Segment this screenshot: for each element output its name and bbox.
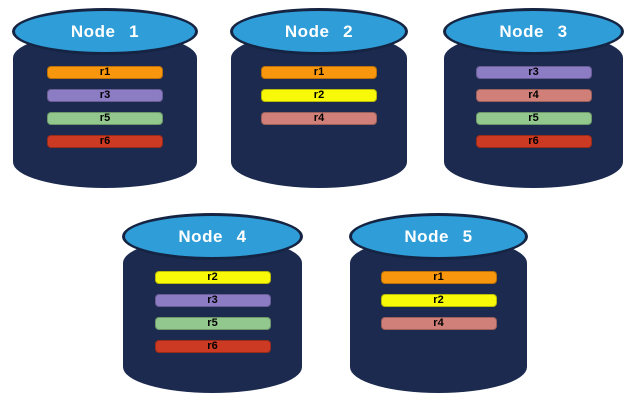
replica-label: r3 [99,89,111,101]
cylinder-body [231,32,407,188]
cylinder-top: Node 2 [230,8,408,55]
replica-label: r4 [313,112,325,124]
node-cylinder-3: Node 3 r3 r4 r5 r6 [443,8,624,189]
node-cylinder-4: Node 4 r2 r3 r5 r6 [122,213,303,394]
replica-label: r5 [99,112,111,124]
replica-bar-r2: r2 [380,294,497,307]
node-label: Node 3 [499,21,568,41]
replica-bar-r1: r1 [261,66,377,79]
replica-label: r2 [207,271,218,283]
replica-bar-r1: r1 [47,66,163,79]
replica-bar-r4: r4 [475,89,592,102]
replica-label: r1 [313,66,325,78]
replica-bar-r6: r6 [47,135,163,148]
cylinder-top: Node 1 [12,8,198,55]
replica-label: r3 [207,294,218,306]
cylinder-top: Node 5 [349,213,528,260]
node-cylinder-5: Node 5 r1 r2 r4 [349,213,528,394]
replica-bar-r3: r3 [47,89,163,102]
replica-label: r1 [99,66,111,78]
replica-label: r3 [528,66,539,78]
replica-label: r1 [433,271,444,283]
replica-bar-r5: r5 [47,112,163,125]
replica-bar-r6: r6 [475,135,592,148]
replica-list: r2 r3 r5 r6 [122,271,303,353]
cylinder-top: Node 4 [122,213,303,260]
replica-label: r2 [313,89,325,101]
node-cylinder-2: Node 2 r1 r2 r4 [230,8,408,189]
replica-label: r6 [207,340,218,352]
cylinder-body [444,32,623,188]
replica-bar-r2: r2 [154,271,271,284]
replica-bar-r3: r3 [154,294,271,307]
replica-label: r4 [433,317,444,329]
replica-label: r2 [433,294,444,306]
replica-list: r1 r2 r4 [230,66,408,125]
replica-label: r6 [99,135,111,147]
replica-bar-r5: r5 [154,317,271,330]
node-label: Node 4 [178,226,247,246]
cylinder-body [350,237,527,393]
replica-label: r5 [528,112,539,124]
replica-bar-r4: r4 [380,317,497,330]
node-label: Node 5 [404,226,473,246]
node-cylinder-1: Node 1 r1 r3 r5 r6 [12,8,198,189]
replica-bar-r3: r3 [475,66,592,79]
replica-bar-r1: r1 [380,271,497,284]
node-label: Node 2 [284,21,354,41]
replica-bar-r5: r5 [475,112,592,125]
cylinder-body [13,32,197,188]
replica-label: r4 [528,89,539,101]
cylinder-top: Node 3 [443,8,624,55]
replica-bar-r6: r6 [154,340,271,353]
replica-bar-r4: r4 [261,112,377,125]
replica-list: r3 r4 r5 r6 [443,66,624,148]
cylinder-body [123,237,302,393]
node-label: Node 1 [70,21,140,41]
replica-bar-r2: r2 [261,89,377,102]
replica-label: r5 [207,317,218,329]
replica-label: r6 [528,135,539,147]
replica-list: r1 r3 r5 r6 [12,66,198,148]
replica-list: r1 r2 r4 [349,271,528,330]
